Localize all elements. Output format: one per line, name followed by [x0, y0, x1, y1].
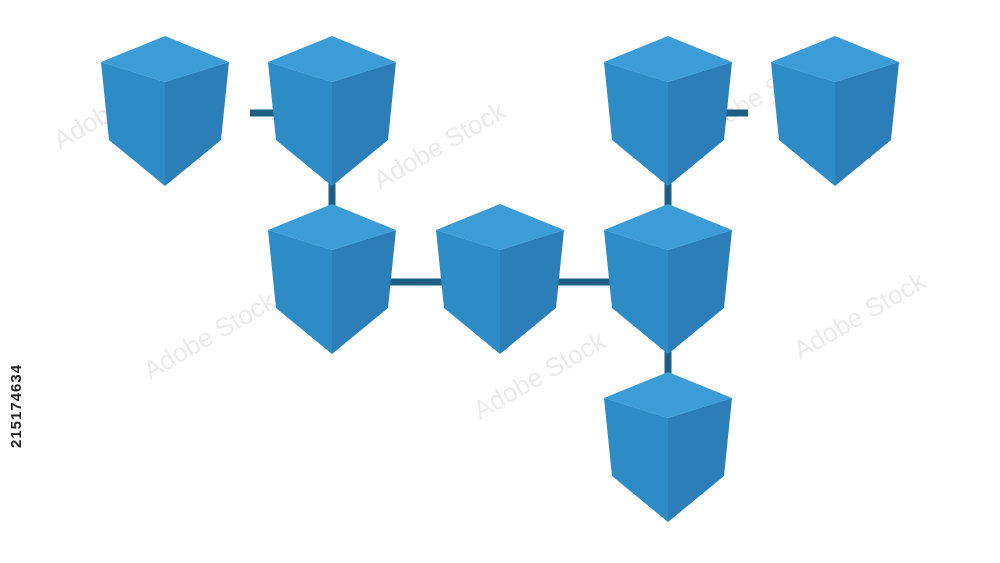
cube-top-face [101, 36, 229, 82]
cubes [101, 36, 899, 522]
cube-top-face [268, 36, 396, 82]
cube-top-left [101, 36, 229, 186]
cube-left-face [101, 62, 165, 186]
cube-right-face [332, 230, 396, 354]
stock-image-id: 215174634 [8, 363, 25, 448]
cube-left-face [771, 62, 835, 186]
cube-mid-right [604, 204, 732, 354]
cube-top-face [436, 204, 564, 250]
cube-right-face [165, 62, 229, 186]
cube-right-face [835, 62, 899, 186]
cube-right-face [668, 62, 732, 186]
cube-left-face [604, 398, 668, 522]
cube-mid-left [268, 204, 396, 354]
cube-left-face [436, 230, 500, 354]
cube-top-right [771, 36, 899, 186]
cube-center [436, 204, 564, 354]
watermark-text: Adobe Stock [138, 285, 282, 385]
cube-right-face [332, 62, 396, 186]
cube-left-face [604, 230, 668, 354]
cube-left-face [604, 62, 668, 186]
cube-left-face [268, 62, 332, 186]
cube-top-face [604, 36, 732, 82]
cube-top-face [268, 204, 396, 250]
cube-left-face [268, 230, 332, 354]
cube-bottom [604, 372, 732, 522]
cube-right-face [668, 398, 732, 522]
cube-right-face [668, 230, 732, 354]
cube-top-right-inner [604, 36, 732, 186]
cube-top-face [771, 36, 899, 82]
watermark-text: Adobe Stock [788, 265, 932, 365]
cube-top-face [604, 204, 732, 250]
cube-top-left-inner [268, 36, 396, 186]
cube-top-face [604, 372, 732, 418]
cube-right-face [500, 230, 564, 354]
